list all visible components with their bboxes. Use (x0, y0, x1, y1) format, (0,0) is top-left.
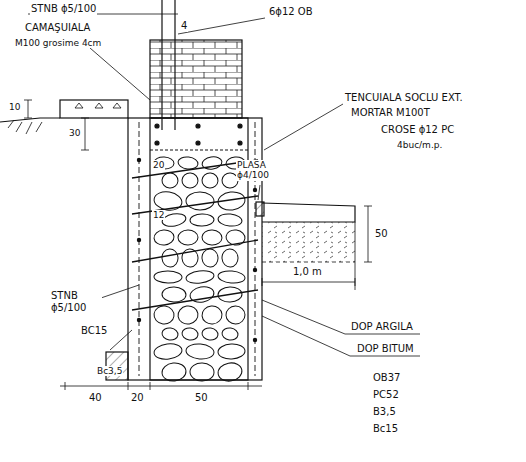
callout-label: CROSE ϕ12 PC (380, 124, 455, 136)
callout-label: 10 (8, 102, 21, 112)
material-note: PC52 (372, 389, 400, 401)
stone (185, 269, 214, 284)
callout-label: 4 (180, 20, 188, 32)
stone (161, 362, 187, 382)
stone (161, 327, 179, 341)
callout-label: CAMAŞUIALA (24, 22, 91, 34)
stone (161, 172, 178, 188)
stone (186, 192, 214, 210)
stone (153, 342, 183, 360)
callout-label: TENCUIALA SOCLU EXT. (344, 92, 464, 104)
callout-label: DOP BITUM (356, 343, 415, 355)
callout-label: MORTAR M100T (350, 107, 431, 119)
callout-label: BC15 (80, 325, 108, 337)
stone (178, 230, 198, 245)
callout-label: Bc3,5 (96, 366, 123, 376)
stone (217, 213, 242, 227)
stone (202, 229, 223, 245)
callout-label: 30 (68, 128, 81, 138)
callout-label: 1,0 m (292, 266, 323, 278)
stone (201, 327, 219, 341)
material-note: Bc15 (372, 423, 399, 435)
stone (153, 305, 175, 325)
callout-label: 6ϕ12 OB (268, 6, 314, 18)
stone (190, 214, 214, 227)
callout-label: STNB ϕ5/100 (50, 290, 102, 313)
stone (185, 343, 214, 360)
callout-label: 50 (374, 228, 389, 240)
stone (181, 327, 199, 341)
stone (162, 287, 187, 303)
callout-label: M100 grosime 4cm (14, 38, 102, 48)
stone (217, 361, 244, 383)
stone (218, 343, 246, 359)
callout-label: STNB ϕ5/100 (30, 3, 97, 15)
material-note: B3,5 (372, 406, 397, 418)
stone (154, 271, 182, 283)
stone (201, 172, 218, 188)
callout-label: 50 (194, 392, 209, 404)
material-note: OB37 (372, 372, 401, 384)
callout-label: 12 (152, 210, 165, 220)
callout-label: DOP ARGILA (350, 321, 414, 333)
stone (218, 270, 246, 284)
stone (190, 363, 215, 382)
stone (177, 156, 198, 170)
callout-label: 40 (88, 392, 103, 404)
stone (177, 305, 200, 326)
stone (181, 172, 198, 188)
callout-label: 20 (152, 160, 165, 170)
callout-label: 4buc/m.p. (396, 140, 443, 150)
stone (221, 327, 239, 341)
stone (201, 305, 222, 325)
stone (201, 248, 218, 267)
stone (189, 285, 215, 304)
callout-label: PLASA ϕ4/100 (236, 160, 282, 181)
stone (226, 306, 245, 324)
callout-label: 20 (130, 392, 145, 404)
stone (153, 229, 174, 246)
stone (161, 248, 178, 267)
stone (221, 248, 238, 267)
